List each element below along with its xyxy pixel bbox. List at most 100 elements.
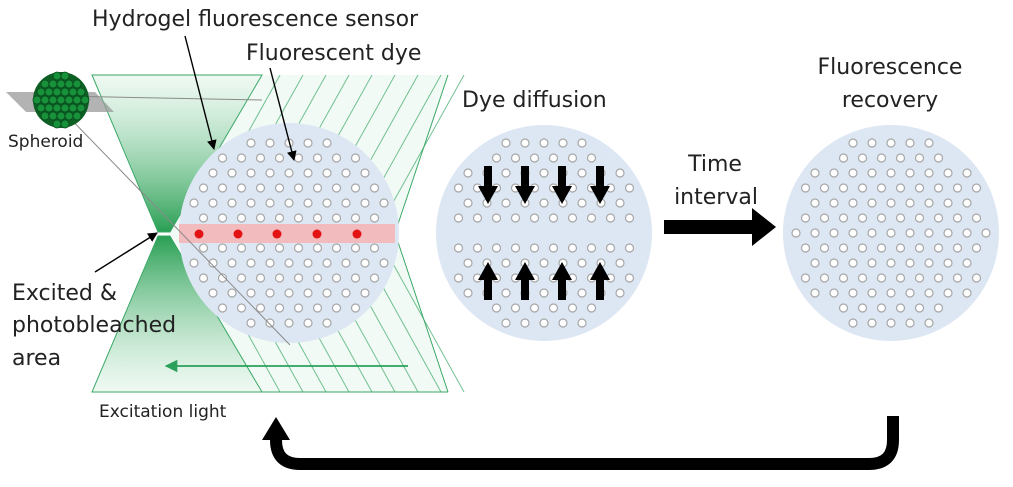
dye-molecule: [322, 198, 332, 208]
spheroid-cell: [56, 79, 66, 89]
dye-molecule: [848, 168, 858, 178]
dye-molecule: [350, 273, 361, 283]
dye-molecule: [246, 318, 256, 328]
dye-molecule: [293, 273, 304, 283]
dye-molecule: [933, 243, 944, 253]
sensor-disc: [436, 125, 652, 341]
dye-molecule: [800, 183, 811, 193]
diffusion-arrow-up: [484, 278, 492, 300]
dye-molecule: [624, 273, 635, 283]
dye-molecule: [274, 183, 285, 193]
dye-molecule: [810, 228, 820, 238]
spheroid-cell: [48, 111, 58, 121]
dye-molecule: [510, 303, 521, 313]
dye-molecule: [567, 213, 578, 223]
dye-molecule: [255, 243, 266, 253]
spheroid-cell: [68, 103, 78, 113]
spheroid-cell: [44, 87, 54, 97]
dye-molecule: [463, 198, 473, 208]
dye-molecule: [350, 303, 361, 313]
diffusion-arrow-up-head: [552, 262, 572, 280]
dye-molecule: [501, 138, 511, 148]
dye-molecule: [548, 153, 559, 163]
dye-molecule: [914, 243, 925, 253]
dye-molecule: [463, 258, 473, 268]
dye-molecule: [924, 288, 934, 298]
dye-molecule: [905, 168, 915, 178]
dye-molecule: [577, 318, 587, 328]
diffusion-arrow-down-head: [515, 186, 535, 204]
dye-molecule: [379, 258, 389, 268]
dye-molecule: [274, 243, 285, 253]
dye-molecule: [615, 168, 625, 178]
dye-molecule: [886, 168, 896, 178]
dye-molecule: [217, 153, 228, 163]
dye-molecule: [274, 213, 285, 223]
dye-molecule: [829, 228, 839, 238]
dye-molecule: [350, 243, 361, 253]
dye-molecule: [265, 258, 275, 268]
diffusion-arrow-up-head: [478, 262, 498, 280]
dye-molecule: [586, 303, 597, 313]
dye-molecule: [198, 243, 209, 253]
bleached-molecule: [233, 229, 243, 239]
dye-molecule: [943, 258, 953, 268]
spheroid-cell: [32, 95, 42, 105]
dye-molecule: [962, 198, 972, 208]
dye-molecule: [331, 183, 342, 193]
dye-molecule: [341, 198, 351, 208]
dye-molecule: [293, 183, 304, 193]
dye-molecule: [539, 198, 549, 208]
dye-molecule: [615, 258, 625, 268]
dye-molecule: [246, 258, 256, 268]
dye-molecule: [933, 273, 944, 283]
spheroid-cell: [60, 119, 70, 129]
dye-molecule: [848, 228, 858, 238]
pointer-bleached-area: [94, 232, 158, 273]
dye-molecule: [255, 273, 266, 283]
dye-molecule: [810, 198, 820, 208]
dye-molecule: [265, 318, 275, 328]
dye-molecule: [962, 228, 972, 238]
dye-molecule: [586, 213, 597, 223]
dye-molecule: [322, 138, 332, 148]
diffusion-arrow-down: [484, 166, 492, 188]
dye-molecule: [491, 303, 502, 313]
spheroid-cell: [60, 103, 70, 113]
dye-molecule: [246, 168, 256, 178]
dye-molecule: [933, 153, 944, 163]
dye-molecule: [895, 213, 906, 223]
dye-molecule: [265, 198, 275, 208]
excitation-beam-upper: [91, 74, 263, 233]
dye-molecule: [943, 168, 953, 178]
dye-molecule: [472, 243, 483, 253]
excitation-beam-lower: [91, 235, 263, 393]
dye-molecule: [905, 138, 915, 148]
dye-molecule: [867, 258, 877, 268]
dye-molecule: [217, 213, 228, 223]
dye-molecule: [876, 153, 887, 163]
spheroid-cell: [60, 87, 70, 97]
dye-molecule: [360, 288, 370, 298]
dye-molecule: [819, 243, 830, 253]
dye-molecule: [914, 273, 925, 283]
dye-molecule: [838, 213, 849, 223]
dye-molecule: [303, 138, 313, 148]
sensor-bleached: [179, 123, 399, 343]
dye-molecule: [876, 213, 887, 223]
dye-molecule: [463, 288, 473, 298]
dye-molecule: [605, 243, 616, 253]
dye-molecule: [293, 303, 304, 313]
dye-molecule: [943, 288, 953, 298]
dye-molecule: [369, 213, 380, 223]
spheroid-guide-line: [59, 95, 263, 101]
dye-molecule: [962, 258, 972, 268]
dye-molecule: [924, 198, 934, 208]
spheroid-cell: [64, 111, 74, 121]
dye-molecule: [520, 138, 530, 148]
label-excited-1: Excited &: [12, 281, 118, 306]
dye-molecule: [800, 243, 811, 253]
dye-molecule: [829, 198, 839, 208]
dye-molecule: [529, 213, 540, 223]
